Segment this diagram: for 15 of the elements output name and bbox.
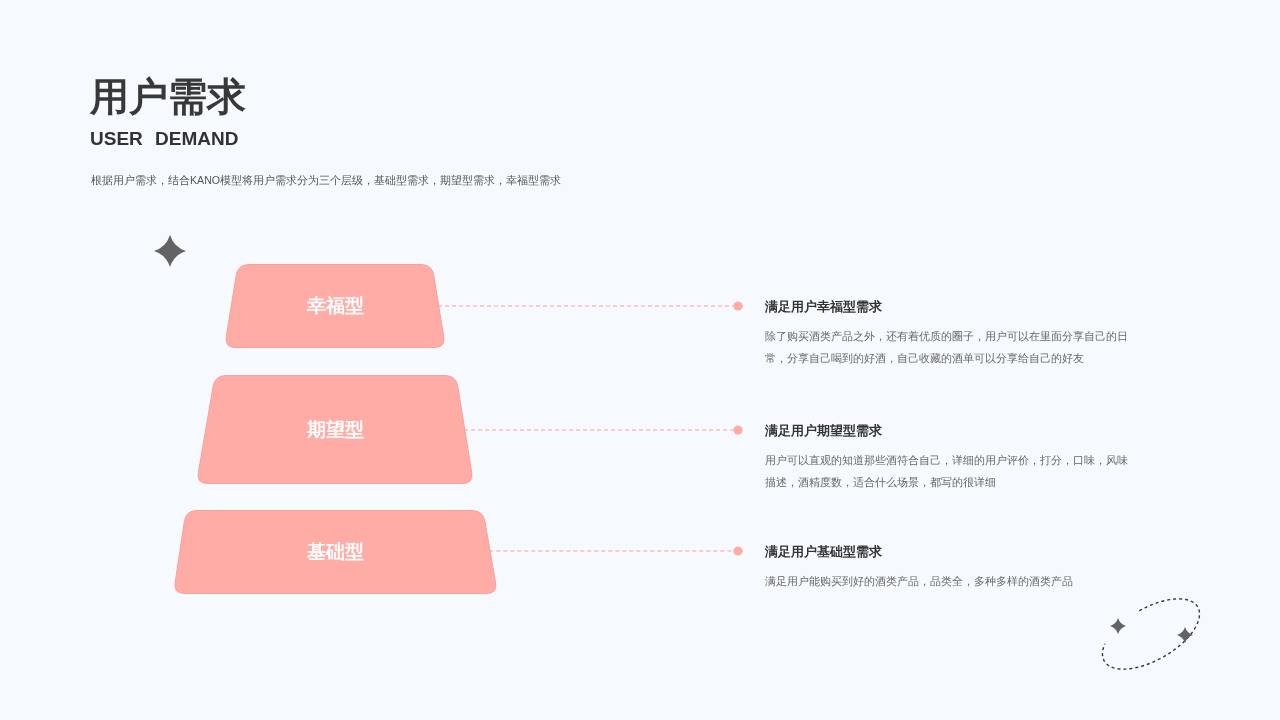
dashed-connector	[488, 546, 744, 556]
pyramid-tier: 幸福型	[224, 264, 446, 348]
heading: 满足用户基础型需求	[765, 543, 883, 561]
description: 除了购买酒类产品之外，还有着优质的圈子，用户可以在里面分享自己的日常，分享自己喝到的好酒，自己收藏的酒单可以分享给自己的好友	[765, 329, 1129, 366]
dashed-connector	[437, 301, 744, 311]
description: 用户可以直观的知道那些酒符合自己，详细的用户评价，打分，口味，风味描述，酒精度数，适合什么场景，都写的很详细	[765, 453, 1129, 490]
pyramid-tier: 基础型	[173, 510, 498, 594]
heading: 满足用户期望型需求	[765, 422, 883, 440]
subtitle: USER DEMAND	[90, 127, 239, 151]
description: 满足用户能购买到好的酒类产品，品类全，多种多样的酒类产品	[765, 574, 1074, 589]
intro-text: 根据用户需求，结合KANO模型将用户需求分为三个层级，基础型需求，期望型需求，幸福型需求	[91, 173, 562, 188]
dashed-connector	[463, 425, 744, 435]
pyramid-tier: 期望型	[196, 375, 474, 484]
heading: 满足用户幸福型需求	[765, 298, 883, 316]
title: 用户需求	[90, 74, 246, 120]
